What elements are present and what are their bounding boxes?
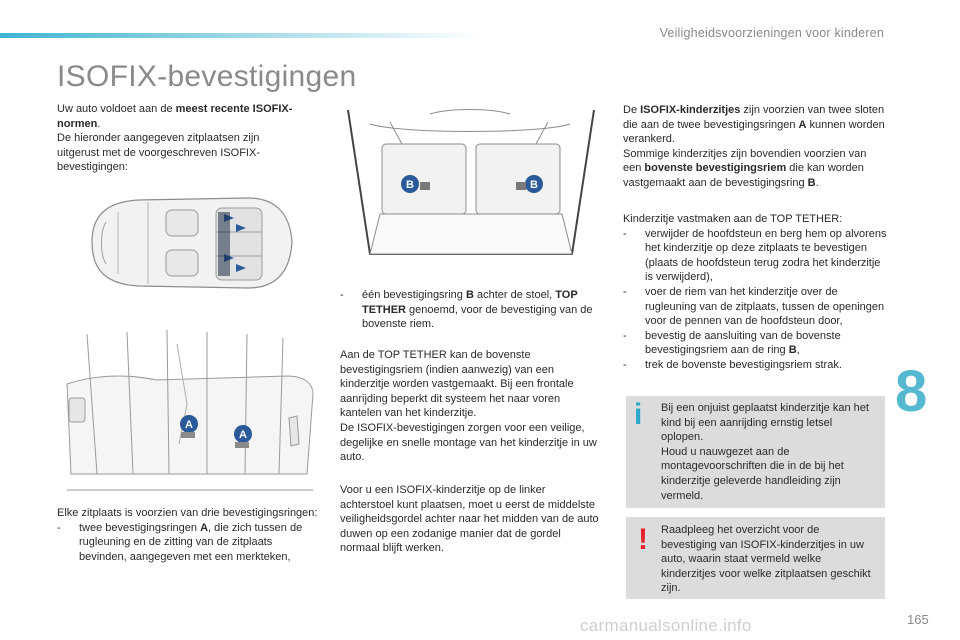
step-item: -bevestig de aansluiting van de bovenste… (623, 329, 841, 357)
chapter-number: 8 (895, 359, 928, 424)
page-title: ISOFIX-bevestigingen (57, 60, 357, 93)
section-title: Veiligheidsvoorzieningen voor kinderen (659, 26, 884, 40)
info-text-2: Houd u nauwgezet aan de montagevoorschri… (661, 445, 844, 502)
top-tether-paragraph: Aan de TOP TETHER kan de bovenste bevest… (340, 349, 597, 464)
isofix-seats-paragraph: De ISOFIX-kinderzitjes zijn voorzien van… (623, 104, 885, 189)
step-item: -voer de riem van het kinderzitje over d… (623, 285, 885, 328)
step-item: -verwijder de hoofdsteun en berg hem op … (623, 227, 887, 284)
top-tether-bullet: -één bevestigingsring B achter de stoel,… (340, 289, 593, 331)
info-text-1: Bij een onjuist geplaatst kinderzitje ka… (661, 402, 869, 444)
watermark: carmanualsonline.info (580, 616, 752, 635)
warning-text: Raadpleeg het overzicht voor de bevestig… (661, 524, 871, 595)
label-a-1: A (185, 419, 193, 431)
intro-paragraph: Uw auto voldoet aan de meest recente ISO… (57, 103, 293, 174)
left-rear-seat-paragraph: Voor u een ISOFIX-kinderzitje op de link… (340, 484, 599, 555)
trunk-anchor-b-illustration: B B (340, 104, 602, 280)
rear-seat-anchor-a-illustration: A A (57, 324, 319, 500)
steps-title: Kinderzitje vastmaken aan de TOP TETHER: (623, 213, 843, 225)
header-accent-bar (0, 33, 480, 38)
warning-icon: ! (638, 523, 648, 556)
label-a-2: A (239, 429, 247, 441)
seat-anchors-paragraph: Elke zitplaats is voorzien van drie beve… (57, 507, 318, 563)
top-tether-steps: Kinderzitje vastmaken aan de TOP TETHER:… (623, 212, 887, 373)
page-number: 165 (907, 612, 929, 627)
info-box: i Bij een onjuist geplaatst kinderzitje … (626, 396, 885, 508)
label-b-1: B (406, 179, 414, 191)
car-top-view-illustration (78, 192, 296, 295)
step-item: -trek de bovenste bevestigingsriem strak… (623, 358, 842, 371)
label-b-2: B (530, 179, 538, 191)
warning-box: ! Raadpleeg het overzicht voor de bevest… (626, 517, 885, 599)
info-icon: i (634, 398, 643, 431)
